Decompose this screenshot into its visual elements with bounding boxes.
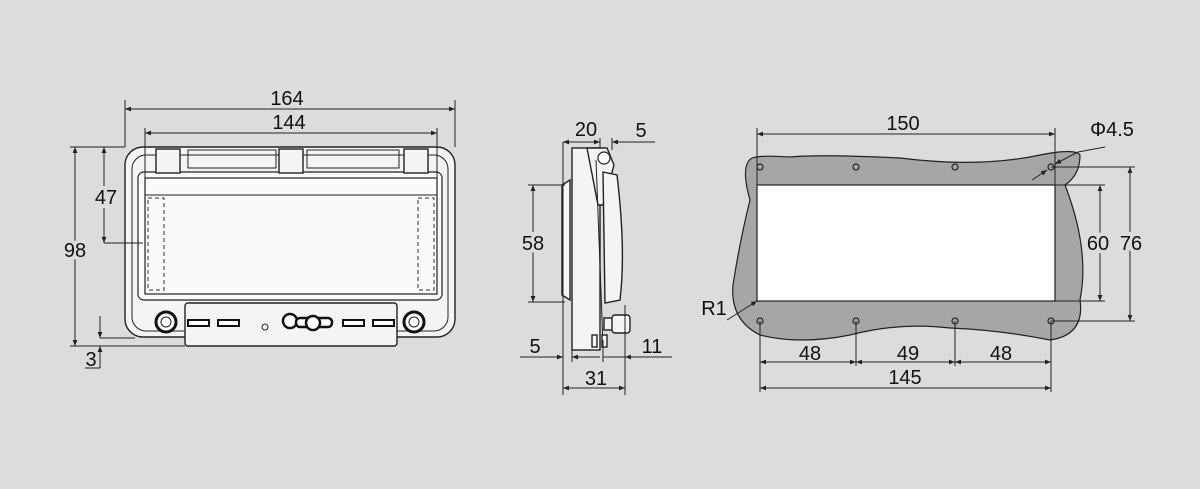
dim-48-right: 48: [990, 343, 1012, 365]
dim-31: 31: [585, 368, 607, 390]
dim-20: 20: [575, 119, 597, 141]
dim-49: 49: [897, 343, 919, 365]
dim-3: 3: [85, 349, 96, 371]
vent-slots: [187, 319, 395, 327]
dim-98: 98: [64, 240, 86, 262]
screw-left: [154, 310, 178, 334]
dim-48-left: 48: [799, 343, 821, 365]
hinge-pin: [597, 151, 611, 165]
dim-r1: R1: [701, 298, 727, 320]
dim-144: 144: [272, 112, 305, 134]
hinge-left: [155, 148, 181, 174]
dim-60: 60: [1087, 233, 1109, 255]
dim-164: 164: [270, 88, 303, 110]
front-view: 164 144 98 47 3: [60, 88, 456, 371]
dim-hole-diameter: Φ4.5: [1090, 119, 1134, 141]
hinge-right: [403, 148, 429, 174]
dim-76: 76: [1120, 233, 1142, 255]
dim-150: 150: [886, 113, 919, 135]
cutout-opening: [756, 184, 1056, 302]
screw-right: [402, 310, 426, 334]
dim-11: 11: [642, 336, 663, 358]
side-view: 20 5 58 5 11 31: [518, 119, 672, 395]
dim-58: 58: [522, 233, 544, 255]
dim-5-bottom: 5: [529, 336, 540, 358]
dim-47: 47: [95, 187, 117, 209]
cutout-view: 150 Φ4.5 60 76 R1 48 49 48 145: [701, 113, 1146, 392]
dim-145: 145: [888, 367, 921, 389]
hinge-center: [278, 148, 304, 174]
dim-5-top: 5: [635, 120, 646, 142]
latch-knob: [281, 312, 334, 332]
